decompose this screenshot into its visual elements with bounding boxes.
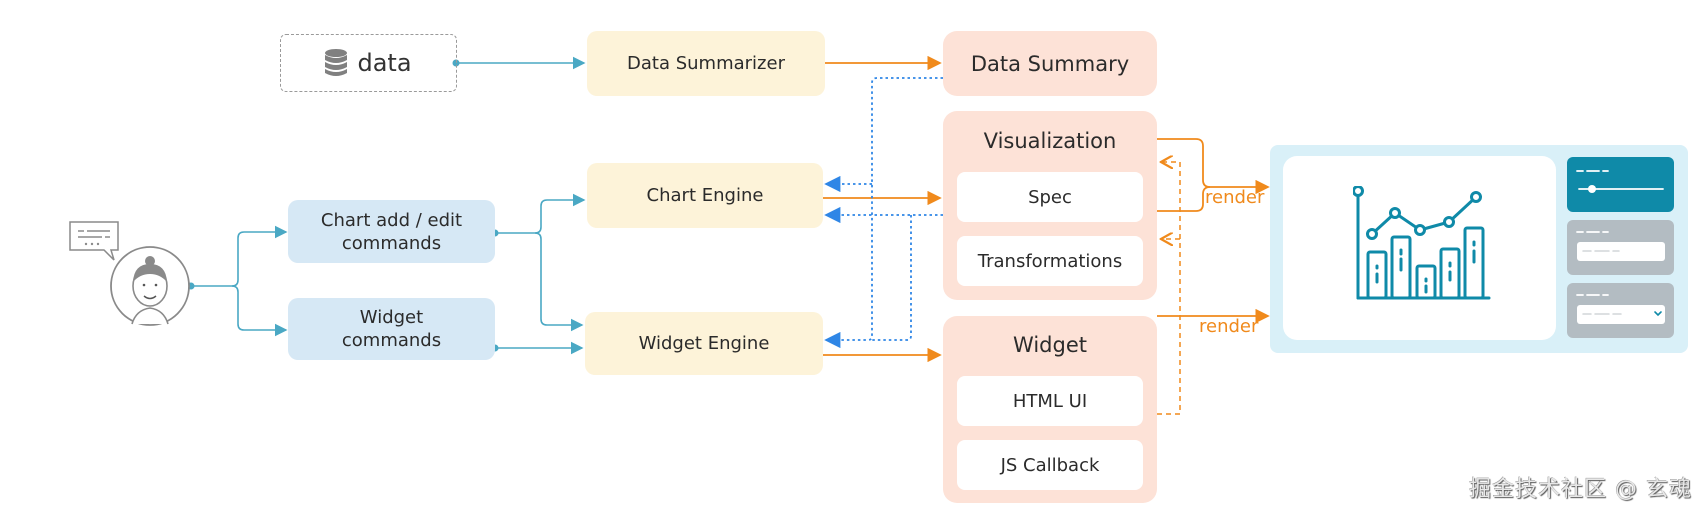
widget-commands-node: Widget commands (288, 298, 495, 360)
visualization-group: Visualization Spec Transformations (943, 111, 1157, 300)
widget-commands-line2: commands (341, 330, 442, 351)
render-label-widget: render (1199, 316, 1259, 337)
chart-card (1283, 156, 1556, 340)
widget-engine-node: Widget Engine (585, 312, 823, 375)
user-avatar-icon (69, 221, 190, 326)
slider-icon (1576, 170, 1664, 193)
edge-widget-callback (1157, 162, 1181, 415)
widget-title: Widget (1013, 333, 1087, 357)
edge-context-feedback (824, 77, 943, 349)
data-summary-node: Data Summary (943, 31, 1157, 96)
dropdown-control[interactable] (1567, 283, 1674, 338)
edge-widget-commands-to-widget-engine (491, 341, 584, 355)
rendered-preview-panel (1270, 145, 1688, 353)
chart-commands-line2: commands (341, 232, 442, 254)
spec-node: Spec (957, 172, 1143, 222)
edge-engines-to-outputs (823, 55, 942, 363)
transformations-node: Transformations (957, 236, 1143, 286)
text-input-control[interactable] (1567, 220, 1674, 275)
dropdown-icon (1576, 294, 1665, 324)
data-summarizer-node: Data Summarizer (587, 31, 825, 96)
text-input-icon (1576, 231, 1665, 261)
chat-bubble-icon (69, 221, 119, 261)
watermark: 掘金技术社区 @ 玄魂 (1469, 477, 1692, 502)
chart-engine-node: Chart Engine (587, 163, 823, 228)
slider-control[interactable] (1567, 157, 1674, 212)
widget-group: Widget HTML UI JS Callback (943, 316, 1157, 503)
data-source-label: data (357, 49, 412, 77)
visualization-title: Visualization (983, 129, 1117, 153)
data-source: data (280, 34, 457, 92)
edge-visualization-render (1157, 138, 1270, 212)
render-label-chart: render (1205, 187, 1265, 208)
edge-user-to-commands (187, 225, 288, 337)
chart-commands-line1: Chart add / edit (320, 209, 463, 231)
bar-line-chart-icon (1353, 186, 1491, 300)
chart-commands-node: Chart add / edit commands (288, 200, 495, 263)
database-icon (325, 49, 348, 76)
chevron-down-icon (1654, 311, 1662, 317)
js-callback-node: JS Callback (957, 440, 1143, 490)
edge-chart-commands-to-engines (491, 193, 586, 332)
edge-data-to-summarizer (452, 56, 586, 70)
html-ui-node: HTML UI (957, 376, 1143, 426)
widget-commands-line1: Widget (359, 307, 424, 328)
